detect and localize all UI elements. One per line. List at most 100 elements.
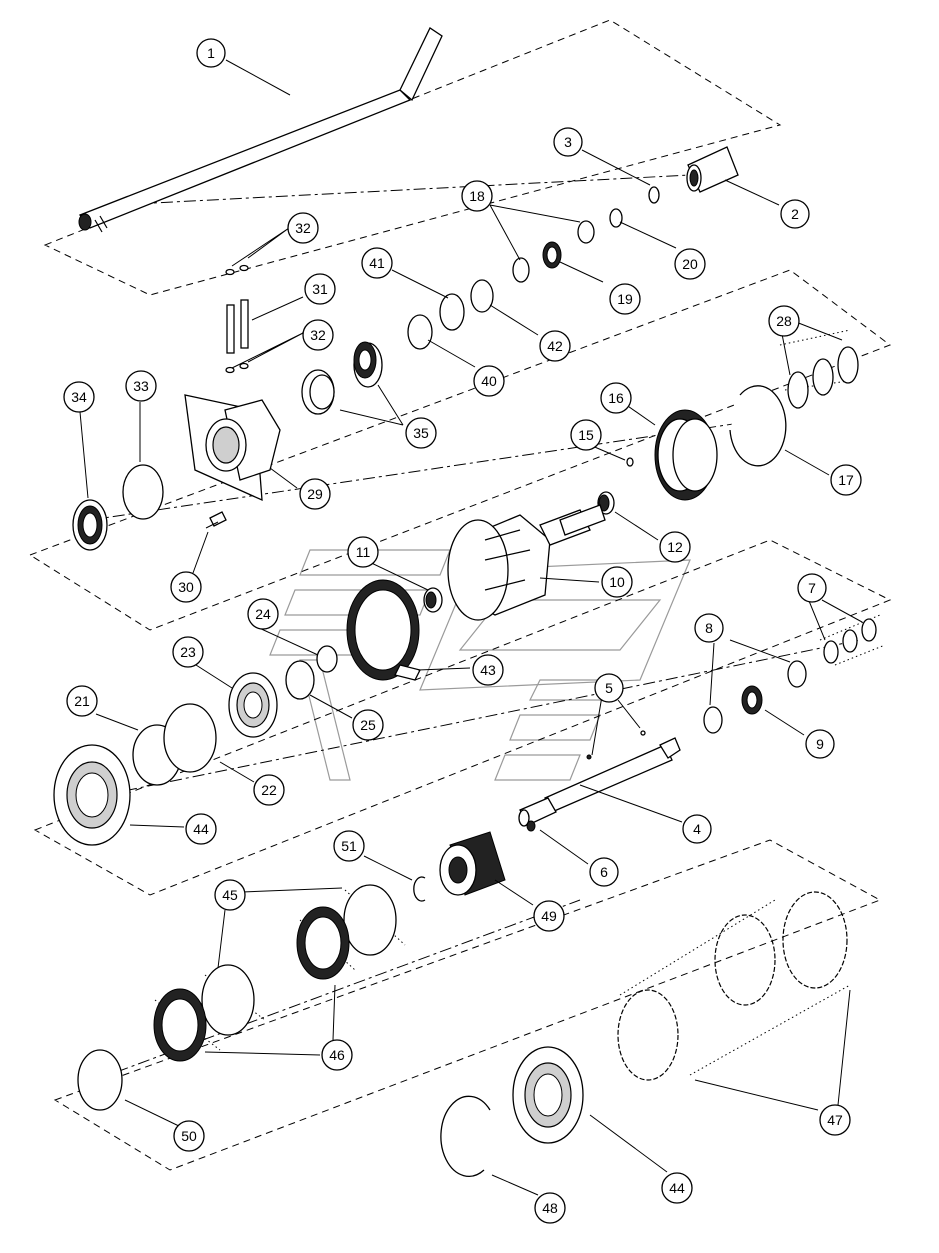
callout-22-label: 22 [261,782,277,798]
callout-20-label: 20 [682,256,698,272]
part-1-input-shaft [78,27,443,233]
part-8-washer-b [787,660,807,688]
part-30-bolt [205,511,227,529]
callout-32-bottom: 32 [302,319,334,351]
callout-4: 4 [682,814,712,844]
part-17-snap-ring [729,385,787,467]
part-40-ring [407,314,433,350]
callout-32-top-label: 32 [295,220,311,236]
part-41-ring [439,293,465,331]
callout-46: 46 [321,1039,353,1071]
callout-2-label: 2 [791,206,799,222]
callout-42-label: 42 [547,338,563,354]
callout-16: 16 [600,382,632,414]
callout-34-label: 34 [71,389,87,405]
callout-2: 2 [780,199,810,229]
callout-21-label: 21 [74,693,90,709]
callout-16-label: 16 [608,390,624,406]
callout-43: 43 [472,654,504,686]
callout-25: 25 [352,709,384,741]
callout-23: 23 [172,636,204,668]
part-49-clutch-hub [439,831,506,896]
part-44-retainer-top [53,744,131,846]
callout-44-top: 44 [185,813,217,845]
part-15-ball [626,457,634,467]
part-46-friction-plates [153,906,350,1062]
part-29-housing [184,394,281,502]
part-42-ring [470,279,494,313]
callout-41: 41 [361,247,393,279]
callout-11-label: 11 [356,544,371,560]
part-35-bearing-cup [301,369,335,415]
callout-21: 21 [66,685,98,717]
part-3-ring [648,186,660,204]
callout-47: 47 [819,1104,851,1136]
part-23-piston [228,672,278,738]
callout-43-label: 43 [480,662,496,678]
part-10-clutch-drum [447,504,606,621]
part-51-snap-ring [413,876,426,902]
callout-51: 51 [333,830,365,862]
callout-49-label: 49 [541,908,557,924]
part-48-snap-ring [440,1095,491,1177]
callout-1-label: 1 [207,45,215,61]
part-24-oring [316,645,338,673]
callout-41-label: 41 [369,255,385,271]
callout-31: 31 [304,273,336,305]
callout-40-label: 40 [481,373,497,389]
callout-7-label: 7 [808,580,816,596]
part-6-plug [526,820,536,832]
callout-46-label: 46 [329,1047,345,1063]
callout-28-label: 28 [776,313,792,329]
callout-6: 6 [589,857,619,887]
callout-31-label: 31 [312,281,328,297]
callout-44-bottom-label: 44 [669,1180,685,1196]
callout-18: 18 [461,180,493,212]
callout-3: 3 [553,127,583,157]
callout-50-label: 50 [181,1128,197,1144]
callout-22: 22 [253,774,285,806]
part-44-retainer-bottom [512,1046,584,1144]
callout-47-label: 47 [827,1112,843,1128]
callout-29-label: 29 [307,486,323,502]
callout-18-label: 18 [469,188,485,204]
part-5-ball-a [586,754,592,760]
callout-45-label: 45 [222,887,238,903]
callout-15-label: 15 [578,427,594,443]
part-34-bearing [72,499,108,551]
callout-51-label: 51 [341,838,357,854]
part-31-pins [226,299,249,354]
callout-35: 35 [405,417,437,449]
callout-9-label: 9 [816,736,824,752]
part-47-wave-plates [617,891,848,1081]
callout-11: 11 [347,536,379,568]
part-2-sleeve [686,146,739,193]
callout-8-label: 8 [705,620,713,636]
leader-lines [79,59,863,1196]
part-11-bearing [423,587,443,613]
part-18-washer-b [512,257,530,283]
callout-17: 17 [830,464,862,496]
part-45-steel-plates [201,884,397,1036]
callout-4-label: 4 [693,821,701,837]
callout-1: 1 [196,38,226,68]
callout-5-label: 5 [605,680,613,696]
callout-48: 48 [534,1192,566,1224]
callout-12-label: 12 [667,539,683,555]
callout-33: 33 [125,370,157,402]
callout-7: 7 [797,573,827,603]
part-28-rings [787,346,859,409]
part-5-ball-b [640,730,646,736]
callout-40: 40 [473,365,505,397]
part-32-orings [225,264,249,374]
callout-44-top-label: 44 [193,821,209,837]
callout-20: 20 [674,248,706,280]
callout-17-label: 17 [838,472,854,488]
callout-33-label: 33 [133,378,149,394]
part-18-washer-a [577,220,595,244]
callout-32-top: 32 [287,212,319,244]
part-35-bearing-cone [353,341,383,388]
callout-3-label: 3 [564,134,572,150]
